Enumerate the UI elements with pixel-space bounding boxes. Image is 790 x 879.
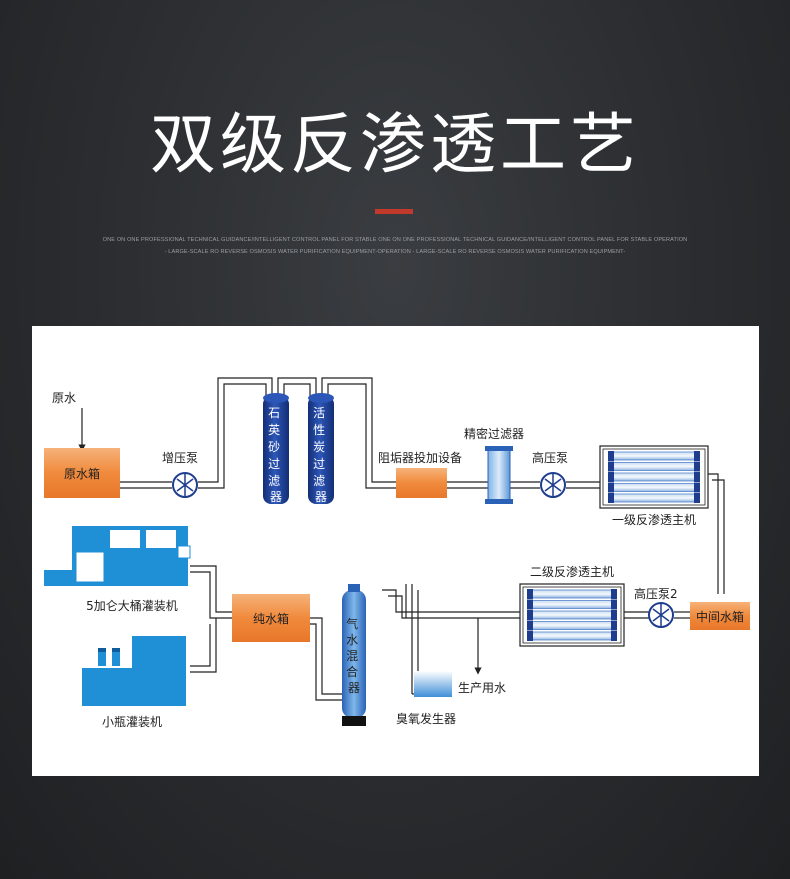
intermediate-tank-label: 中间水箱 bbox=[696, 609, 744, 624]
ro-tube-endcap bbox=[694, 472, 700, 482]
intermediate-water-tank bbox=[690, 602, 750, 630]
ro-tube-endcap bbox=[611, 620, 617, 631]
ro-tube-endcap bbox=[527, 620, 533, 631]
process-diagram: 原水 原水箱 增压泵 石 英 砂 过 滤 器 活 性 炭 过 滤 器 阻垢器投加… bbox=[44, 377, 750, 729]
subtitle-line-2: - LARGE-SCALE RO REVERSE OSMOSIS WATER P… bbox=[164, 249, 626, 255]
second-stage-ro-unit bbox=[519, 583, 625, 647]
gas-water-mixer-label: 气 水 混 合 器 bbox=[346, 616, 362, 695]
ro-tube-endcap bbox=[694, 461, 700, 472]
activated-carbon-filter-label: 活 性 炭 过 滤 器 bbox=[313, 406, 329, 504]
ro-tube-endcap bbox=[527, 631, 533, 641]
booster-pump bbox=[172, 472, 198, 498]
ro-tube-endcap bbox=[611, 599, 617, 610]
ozone-generator-label: 臭氧发生器 bbox=[396, 711, 456, 726]
ro-membrane-tube bbox=[609, 451, 699, 461]
ro-tube-endcap bbox=[694, 493, 700, 503]
ro-tube-endcap bbox=[611, 610, 617, 620]
ro-tube-endcap bbox=[694, 451, 700, 461]
high-pressure-pump-label: 高压泵 bbox=[532, 450, 568, 465]
high-pressure-pump-2 bbox=[648, 602, 674, 628]
page-title: 双级反渗透工艺 bbox=[150, 106, 640, 183]
ro-membrane-tube bbox=[528, 589, 616, 599]
pure-water-tank bbox=[232, 594, 310, 642]
ro-tube-endcap bbox=[608, 451, 614, 461]
ro-membrane-tube bbox=[609, 472, 699, 482]
ro-tube-endcap bbox=[608, 472, 614, 482]
ozone-generator bbox=[414, 671, 452, 697]
booster-pump-label: 增压泵 bbox=[162, 451, 198, 465]
first-stage-ro-unit bbox=[599, 445, 709, 509]
pure-water-tank-label: 纯水箱 bbox=[253, 611, 289, 626]
antiscalant-dosing-unit bbox=[396, 468, 447, 498]
bottle-filler-label: 小瓶灌装机 bbox=[102, 715, 162, 729]
production-water-label: 生产用水 bbox=[458, 681, 506, 695]
ro-tube-endcap bbox=[527, 610, 533, 620]
title-underline bbox=[375, 209, 413, 214]
gas-water-mixer bbox=[342, 584, 366, 726]
ro-membrane-tube bbox=[528, 610, 616, 620]
raw-water-tank bbox=[44, 448, 120, 498]
high-pressure-pump bbox=[540, 472, 566, 498]
ro-tube-endcap bbox=[527, 599, 533, 610]
ro-membrane-tube bbox=[609, 483, 699, 492]
ro-membrane-tube bbox=[528, 621, 616, 630]
antiscalant-label: 阻垢器投加设备 bbox=[378, 450, 462, 465]
precision-filter-label: 精密过滤器 bbox=[464, 426, 524, 441]
ro-membrane-tube bbox=[528, 600, 616, 609]
high-pressure-pump-2-label: 高压泵2 bbox=[634, 586, 678, 601]
bottle-filling-machine bbox=[82, 636, 186, 706]
quartz-sand-filter bbox=[263, 393, 289, 504]
ro-tube-endcap bbox=[608, 493, 614, 503]
precision-filter bbox=[485, 446, 513, 504]
barrel-filling-machine bbox=[44, 526, 191, 586]
ro-tube-endcap bbox=[611, 589, 617, 599]
first-stage-ro-label: 一级反渗透主机 bbox=[612, 512, 696, 527]
second-stage-ro-label: 二级反渗透主机 bbox=[530, 564, 614, 579]
subtitle-line-1: ONE ON ONE PROFESSIONAL TECHNICAL GUIDAN… bbox=[102, 237, 688, 243]
ro-membrane-tube bbox=[528, 631, 616, 641]
ro-tube-endcap bbox=[608, 461, 614, 472]
activated-carbon-filter bbox=[308, 393, 334, 504]
pipes bbox=[78, 377, 725, 701]
ro-membrane-tube bbox=[609, 493, 699, 503]
ro-tube-endcap bbox=[608, 482, 614, 493]
barrel-filler-label: 5加仑大桶灌装机 bbox=[86, 598, 178, 613]
ro-tube-endcap bbox=[527, 589, 533, 599]
ro-tube-endcap bbox=[694, 482, 700, 493]
ro-tube-endcap bbox=[611, 631, 617, 641]
quartz-char-1: 石 bbox=[268, 406, 280, 420]
raw-water-label: 原水 bbox=[52, 391, 76, 405]
quartz-sand-filter-label: 石 英 砂 过 滤 器 bbox=[268, 406, 284, 504]
ro-membrane-tube bbox=[609, 462, 699, 471]
raw-water-tank-label: 原水箱 bbox=[64, 466, 100, 481]
process-diagram-panel: 原水 原水箱 增压泵 石 英 砂 过 滤 器 活 性 炭 过 滤 器 阻垢器投加… bbox=[32, 326, 759, 776]
